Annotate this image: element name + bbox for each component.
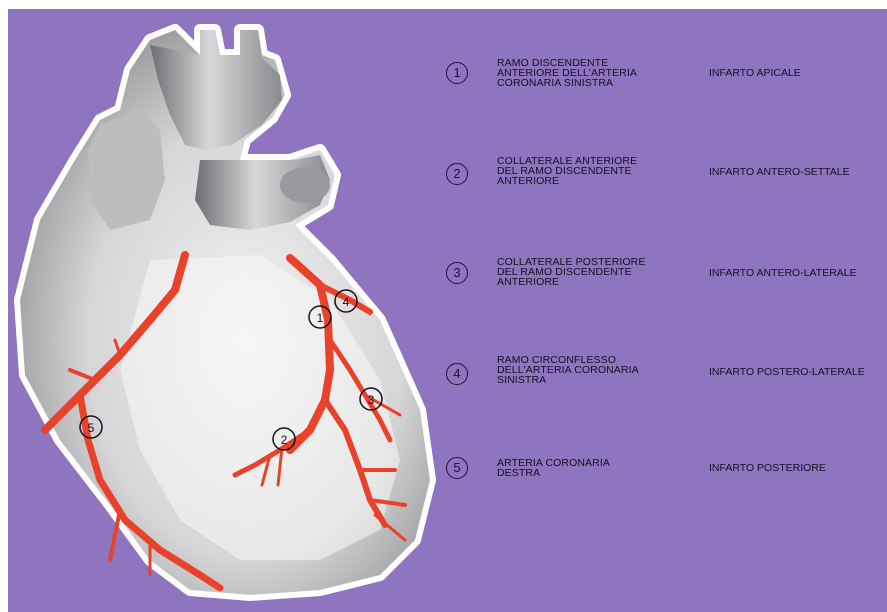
legend-artery-1: RAMO DISCENDENTE ANTERIORE DELL'ARTERIA … bbox=[497, 58, 687, 88]
legend-number-3: 3 bbox=[446, 262, 468, 284]
artery-line: ANTERIORE bbox=[497, 176, 687, 186]
svg-text:4: 4 bbox=[343, 295, 350, 309]
legend-infarct-1: INFARTO APICALE bbox=[709, 67, 801, 79]
legend-infarct-5: INFARTO POSTERIORE bbox=[709, 462, 826, 474]
legend-number-1: 1 bbox=[446, 62, 468, 84]
legend-number-4: 4 bbox=[446, 363, 468, 385]
legend-infarct-2: INFARTO ANTERO-SETTALE bbox=[709, 166, 850, 178]
legend-artery-4: RAMO CIRCONFLESSO DELL'ARTERIA CORONARIA… bbox=[497, 355, 687, 385]
legend-infarct-3: INFARTO ANTERO-LATERALE bbox=[709, 267, 857, 279]
artery-line: SINISTRA bbox=[497, 375, 687, 385]
legend-artery-2: COLLATERALE ANTERIORE DEL RAMO DISCENDEN… bbox=[497, 156, 687, 186]
legend-artery-3: COLLATERALE POSTERIORE DEL RAMO DISCENDE… bbox=[497, 257, 687, 287]
legend-number-2: 2 bbox=[446, 163, 468, 185]
svg-text:2: 2 bbox=[281, 433, 288, 447]
artery-line: CORONARIA SINISTRA bbox=[497, 78, 687, 88]
legend-infarct-4: INFARTO POSTERO-LATERALE bbox=[709, 366, 865, 378]
svg-text:5: 5 bbox=[88, 421, 95, 435]
svg-text:1: 1 bbox=[317, 311, 324, 325]
legend-artery-5: ARTERIA CORONARIA DESTRA bbox=[497, 458, 687, 478]
legend-number-5: 5 bbox=[446, 457, 468, 479]
svg-text:3: 3 bbox=[368, 393, 375, 407]
artery-line: ANTERIORE bbox=[497, 277, 687, 287]
artery-line: DESTRA bbox=[497, 468, 687, 478]
